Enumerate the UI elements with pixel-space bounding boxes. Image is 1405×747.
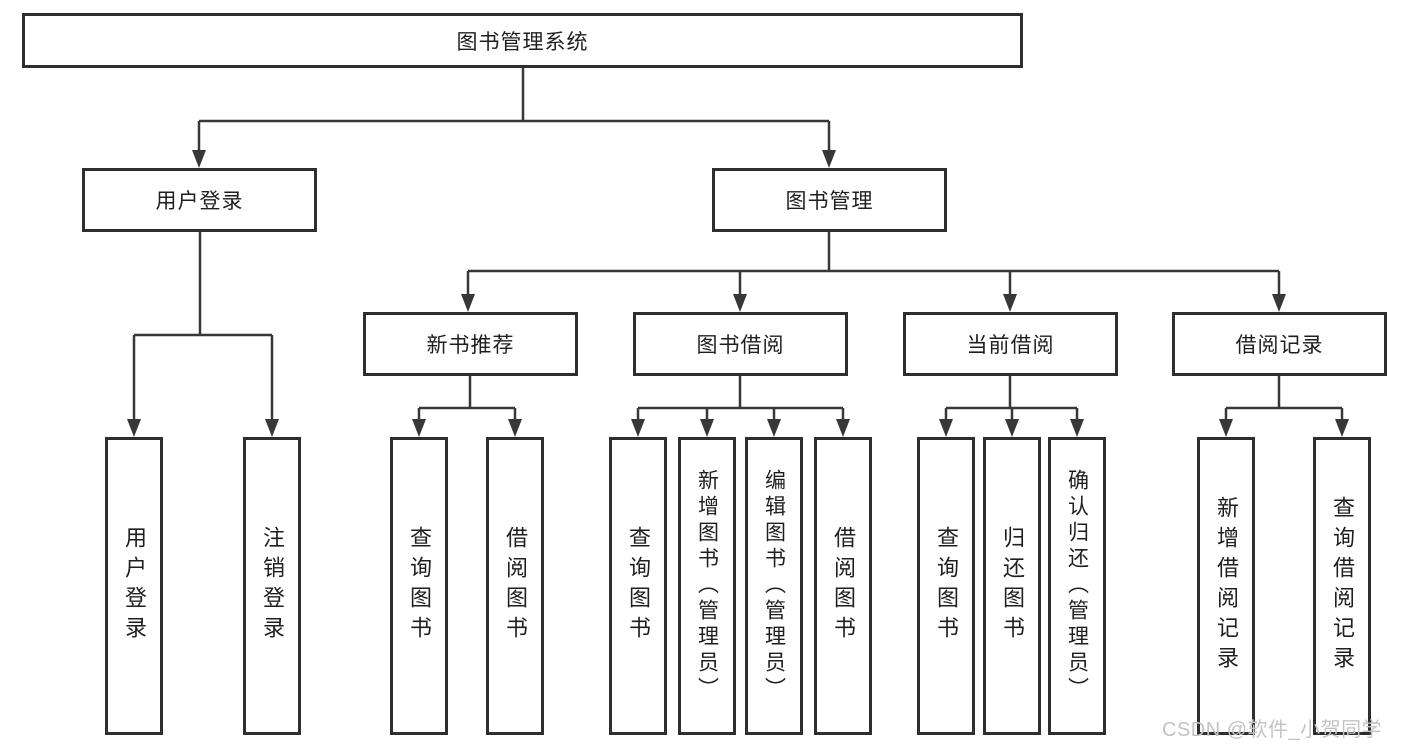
leaf-add-borrow-record: 新增借阅记录 bbox=[1197, 437, 1255, 735]
leaf-query-books-2: 查询图书 bbox=[609, 437, 667, 735]
arrow-down-icon bbox=[1070, 419, 1084, 437]
node-borrow-records: 借阅记录 bbox=[1172, 312, 1387, 376]
node-root: 图书管理系统 bbox=[22, 13, 1023, 68]
node-borrow-records-label: 借阅记录 bbox=[1235, 334, 1324, 357]
arrow-down-icon bbox=[822, 150, 836, 168]
leaf-query-books-3: 查询图书 bbox=[917, 437, 975, 735]
arrow-down-icon bbox=[1272, 294, 1286, 312]
node-book-management: 图书管理 bbox=[712, 168, 947, 232]
leaf-query-books-2-label: 查询图书 bbox=[626, 526, 651, 646]
leaf-add-borrow-record-label: 新增借阅记录 bbox=[1214, 496, 1239, 676]
leaf-query-books-3-label: 查询图书 bbox=[934, 526, 959, 646]
arrow-down-icon bbox=[1335, 419, 1349, 437]
arrow-down-icon bbox=[461, 294, 475, 312]
node-new-books-label: 新书推荐 bbox=[426, 334, 515, 357]
arrow-down-icon bbox=[733, 294, 747, 312]
node-book-borrowing-label: 图书借阅 bbox=[696, 334, 785, 357]
leaf-borrow-books-1: 借阅图书 bbox=[486, 437, 544, 735]
node-current-borrowing: 当前借阅 bbox=[903, 312, 1118, 376]
node-new-books: 新书推荐 bbox=[363, 312, 578, 376]
connector-newbooks-to-leaves bbox=[417, 376, 517, 421]
connector-userlogin-to-leaves bbox=[132, 232, 274, 421]
arrow-down-icon bbox=[767, 419, 781, 437]
connector-currentborrow-to-leaves bbox=[944, 376, 1079, 421]
leaf-logout-label: 注销登录 bbox=[260, 526, 285, 646]
arrowheads bbox=[127, 150, 1349, 437]
arrow-down-icon bbox=[1219, 419, 1233, 437]
leaf-add-books-admin: 新增图书（管理员） bbox=[678, 437, 736, 735]
node-user-login-label: 用户登录 bbox=[155, 190, 244, 213]
arrow-down-icon bbox=[412, 419, 426, 437]
arrow-down-icon bbox=[631, 419, 645, 437]
arrow-down-icon bbox=[508, 419, 522, 437]
arrow-down-icon bbox=[1005, 419, 1019, 437]
connector-root-to-level2 bbox=[197, 68, 831, 151]
leaf-borrow-books-2: 借阅图书 bbox=[814, 437, 872, 735]
leaf-borrow-books-1-label: 借阅图书 bbox=[503, 526, 528, 646]
arrow-down-icon bbox=[700, 419, 714, 437]
arrow-down-icon bbox=[127, 419, 141, 437]
csdn-watermark: CSDN @软件_小贺同学 bbox=[1162, 719, 1383, 741]
leaf-query-borrow-record: 查询借阅记录 bbox=[1313, 437, 1371, 735]
leaf-borrow-books-2-label: 借阅图书 bbox=[831, 526, 856, 646]
arrow-down-icon bbox=[939, 419, 953, 437]
leaf-edit-books-admin-label: 编辑图书（管理员） bbox=[762, 469, 786, 703]
leaf-user-login-label: 用户登录 bbox=[122, 526, 147, 646]
arrow-down-icon bbox=[192, 150, 206, 168]
leaf-confirm-return-admin: 确认归还（管理员） bbox=[1048, 437, 1106, 735]
connector-records-to-leaves bbox=[1224, 376, 1344, 421]
node-current-borrowing-label: 当前借阅 bbox=[966, 334, 1055, 357]
leaf-query-books-1: 查询图书 bbox=[390, 437, 448, 735]
leaf-return-books: 归还图书 bbox=[983, 437, 1041, 735]
leaf-query-borrow-record-label: 查询借阅记录 bbox=[1330, 496, 1355, 676]
node-book-borrowing: 图书借阅 bbox=[633, 312, 848, 376]
node-root-label: 图书管理系统 bbox=[456, 30, 589, 54]
leaf-user-login: 用户登录 bbox=[105, 437, 163, 735]
connector-bookborrow-to-leaves bbox=[636, 376, 845, 421]
leaf-logout: 注销登录 bbox=[243, 437, 301, 735]
arrow-down-icon bbox=[1003, 294, 1017, 312]
node-book-management-label: 图书管理 bbox=[785, 190, 874, 213]
leaf-confirm-return-admin-label: 确认归还（管理员） bbox=[1065, 469, 1089, 703]
leaf-query-books-1-label: 查询图书 bbox=[407, 526, 432, 646]
node-user-login: 用户登录 bbox=[82, 168, 317, 232]
arrow-down-icon bbox=[836, 419, 850, 437]
leaf-return-books-label: 归还图书 bbox=[1000, 526, 1025, 646]
connector-bookmgmt-to-level3 bbox=[466, 232, 1281, 296]
leaf-edit-books-admin: 编辑图书（管理员） bbox=[745, 437, 803, 735]
leaf-add-books-admin-label: 新增图书（管理员） bbox=[695, 469, 719, 703]
arrow-down-icon bbox=[265, 419, 279, 437]
